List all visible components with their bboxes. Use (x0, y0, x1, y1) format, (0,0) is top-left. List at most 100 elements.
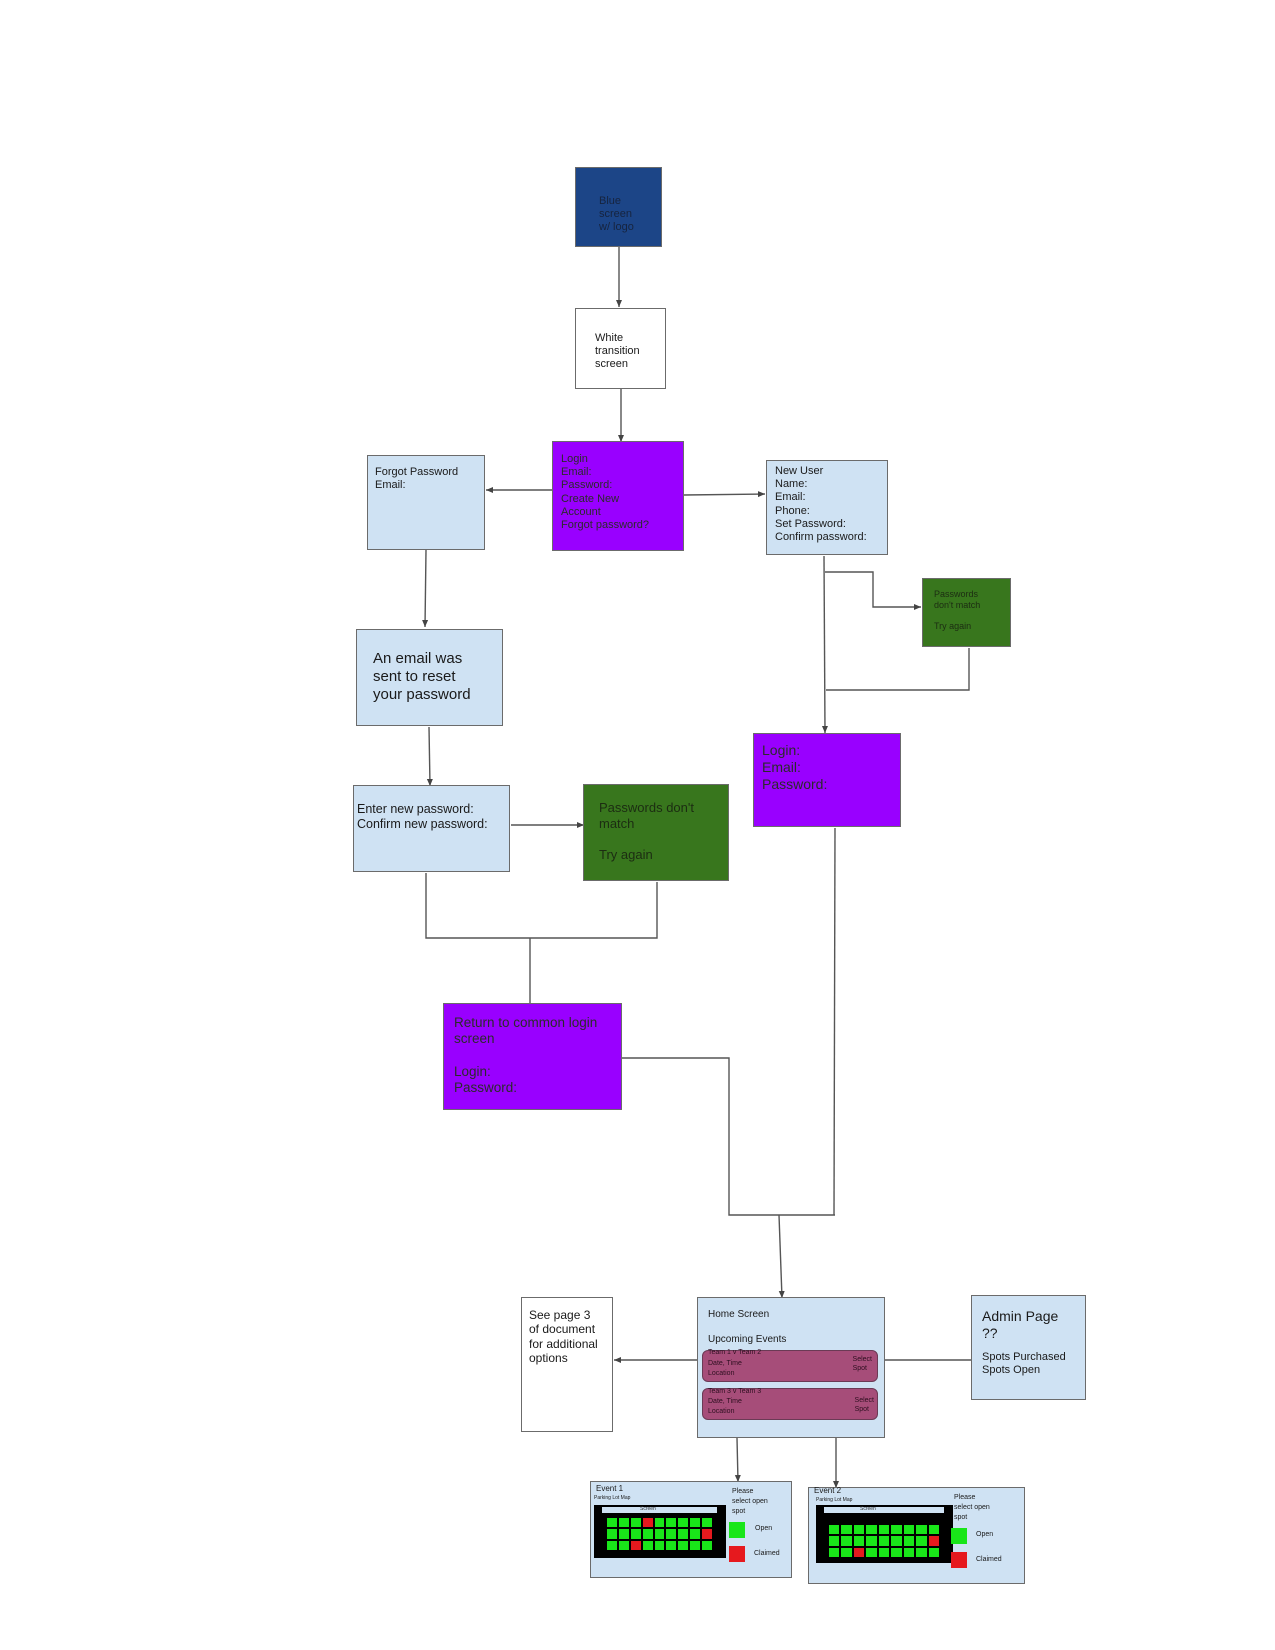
open-spot[interactable] (702, 1540, 712, 1550)
select-spot-button[interactable]: Select (852, 1356, 872, 1363)
node-text: Email: (775, 491, 806, 504)
open-spot[interactable] (866, 1536, 877, 1546)
node-text: Blue (599, 195, 622, 207)
open-spot[interactable] (690, 1518, 701, 1528)
open-spot[interactable] (878, 1525, 890, 1535)
open-spot[interactable] (630, 1529, 641, 1539)
select-prompt: spot (732, 1508, 746, 1515)
node-text: Phone: (775, 504, 810, 517)
open-spot[interactable] (630, 1518, 641, 1528)
open-spot[interactable] (866, 1525, 877, 1535)
open-spot[interactable] (928, 1525, 939, 1535)
claimed-spot[interactable] (630, 1540, 641, 1550)
open-spot[interactable] (829, 1547, 840, 1557)
node-text: Login: (762, 742, 801, 758)
open-spot[interactable] (928, 1547, 939, 1557)
node-text: w/ logo (599, 221, 634, 234)
claimed-spot[interactable] (928, 1536, 939, 1546)
node-text: Login (561, 453, 588, 465)
event-card[interactable]: Team 1 v Team 2 Date, Time Location Sele… (702, 1349, 878, 1382)
node-text: for additional (529, 1336, 598, 1351)
claimed-legend-swatch (729, 1546, 745, 1562)
open-spot[interactable] (666, 1529, 677, 1539)
open-spot[interactable] (853, 1525, 865, 1535)
open-spot[interactable] (702, 1518, 712, 1528)
parking-spots (607, 1518, 712, 1550)
arrow-login-to-newuser (683, 491, 766, 498)
open-spot[interactable] (878, 1536, 890, 1546)
open-spot[interactable] (878, 1547, 890, 1557)
node-text: Password: (561, 479, 613, 492)
node-text: Password: (762, 775, 828, 792)
open-spot[interactable] (903, 1536, 915, 1546)
open-spot[interactable] (618, 1529, 629, 1539)
open-spot[interactable] (853, 1536, 865, 1546)
open-spot[interactable] (841, 1536, 852, 1546)
select-prompt: Please (732, 1488, 754, 1495)
new-user-node: New User Name: Email: Phone: Set Passwor… (766, 460, 888, 555)
arrow-emailsent-to-enternew (426, 726, 433, 787)
admin-page-node: Admin Page ?? ​ Spots Purchased Spots Op… (971, 1295, 1086, 1400)
event-teams: Team 3 v Team 3 (708, 1388, 762, 1395)
open-spot[interactable] (841, 1547, 852, 1557)
open-spot[interactable] (607, 1518, 617, 1528)
open-spot[interactable] (678, 1540, 689, 1550)
open-spot[interactable] (829, 1536, 840, 1546)
select-spot-button[interactable]: Select (854, 1397, 874, 1404)
open-spot[interactable] (607, 1540, 617, 1550)
open-spot[interactable] (903, 1525, 915, 1535)
open-spot[interactable] (891, 1525, 902, 1535)
claimed-spot[interactable] (853, 1547, 865, 1557)
open-spot[interactable] (678, 1518, 689, 1528)
open-legend-label: Open (755, 1525, 773, 1532)
select-prompt: select open (954, 1504, 990, 1511)
event-2-screen-node: Event 2 Parking Lot Map Screen Please se… (808, 1486, 1025, 1584)
claimed-legend-label: Claimed (754, 1550, 780, 1557)
open-spot[interactable] (916, 1536, 927, 1546)
open-spot[interactable] (841, 1525, 852, 1535)
select-spot-button[interactable]: Spot (852, 1365, 867, 1372)
node-text: White (595, 332, 624, 344)
select-prompt: select open (732, 1498, 768, 1505)
event-title: Event 2 (814, 1486, 842, 1495)
node-text: Set Password: (775, 517, 846, 530)
open-spot[interactable] (654, 1529, 665, 1539)
node-text: Confirm password: (775, 530, 867, 543)
open-spot[interactable] (829, 1525, 840, 1535)
open-legend-swatch (729, 1522, 745, 1538)
open-spot[interactable] (891, 1547, 902, 1557)
open-spot[interactable] (866, 1547, 877, 1557)
event-card[interactable]: Team 3 v Team 3 Date, Time Location Sele… (702, 1388, 878, 1420)
open-spot[interactable] (607, 1529, 617, 1539)
event-teams: Team 1 v Team 2 (708, 1349, 762, 1356)
open-spot[interactable] (642, 1529, 653, 1539)
claimed-legend-label: Claimed (976, 1556, 1002, 1563)
open-spot[interactable] (654, 1518, 665, 1528)
open-spot[interactable] (916, 1525, 927, 1535)
open-spot[interactable] (666, 1518, 677, 1528)
open-spot[interactable] (690, 1540, 701, 1550)
event-where: Location (708, 1408, 735, 1415)
open-spot[interactable] (678, 1529, 689, 1539)
line-login2-to-home (833, 827, 836, 1216)
node-text: ​ (599, 831, 728, 847)
open-spot[interactable] (916, 1547, 927, 1557)
event-when: Date, Time (708, 1360, 742, 1367)
select-spot-button[interactable]: Spot (854, 1406, 869, 1413)
open-spot[interactable] (891, 1536, 902, 1546)
open-spot[interactable] (654, 1540, 665, 1550)
open-spot[interactable] (642, 1540, 653, 1550)
node-text: Enter new password: (357, 802, 474, 816)
claimed-legend-swatch (951, 1552, 967, 1568)
open-spot[interactable] (903, 1547, 915, 1557)
open-spot[interactable] (618, 1518, 629, 1528)
node-text: match (599, 815, 635, 831)
open-spot[interactable] (618, 1540, 629, 1550)
open-spot[interactable] (690, 1529, 701, 1539)
arrow-newuser-to-login2 (821, 555, 828, 734)
claimed-spot[interactable] (642, 1518, 653, 1528)
open-spot[interactable] (666, 1540, 677, 1550)
node-text: Spots Purchased (982, 1351, 1066, 1364)
claimed-spot[interactable] (702, 1529, 712, 1539)
node-text: Confirm new password: (357, 817, 488, 831)
